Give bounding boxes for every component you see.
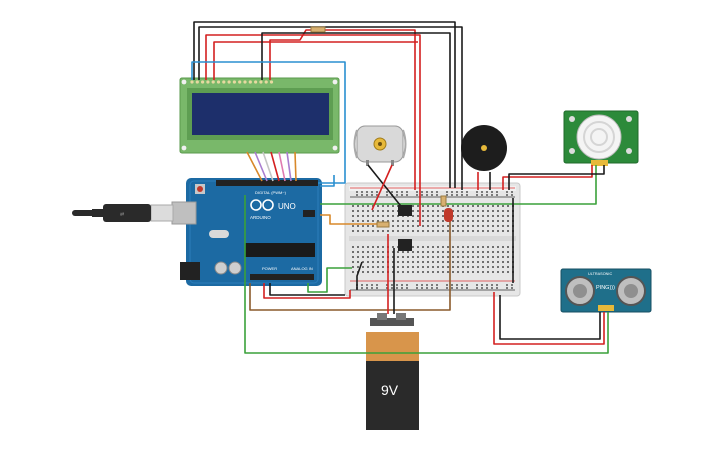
ultrasonic-model-label: PING))): [596, 285, 615, 291]
breadboard: [344, 182, 521, 297]
battery-label: 9V: [381, 382, 399, 398]
resistor-breadboard: [376, 195, 447, 228]
arduino-model-label: UNO: [278, 202, 296, 211]
arduino-analog-label: ANALOG IN: [291, 266, 313, 271]
arduino-power-label: POWER: [262, 266, 277, 271]
arduino-uno: UNO ARDUINO DIGITAL (PWM~) POWER ANALOG …: [171, 178, 322, 286]
arduino-digital-label: DIGITAL (PWM~): [255, 190, 287, 195]
usb-cable: ⇄: [72, 204, 174, 222]
lcd-display: [179, 77, 340, 154]
svg-text:⇄: ⇄: [120, 210, 124, 218]
battery-9v: 9V: [366, 313, 419, 430]
led-red: [444, 208, 453, 222]
arduino-infinity-logo-icon: [250, 199, 274, 211]
lcd-pin-header: [190, 80, 274, 84]
dc-motor: [353, 125, 407, 166]
arduino-brand-label: ARDUINO: [250, 215, 271, 220]
ultrasonic-label: ULTRASONIC: [588, 272, 612, 276]
transistor-2: [398, 239, 412, 251]
ultrasonic-sensor: PING))) ULTRASONIC: [560, 268, 652, 313]
wires: [191, 21, 609, 354]
piezo-buzzer: [461, 125, 507, 171]
transistor-1: [398, 205, 412, 216]
pir-sensor: [563, 110, 639, 166]
